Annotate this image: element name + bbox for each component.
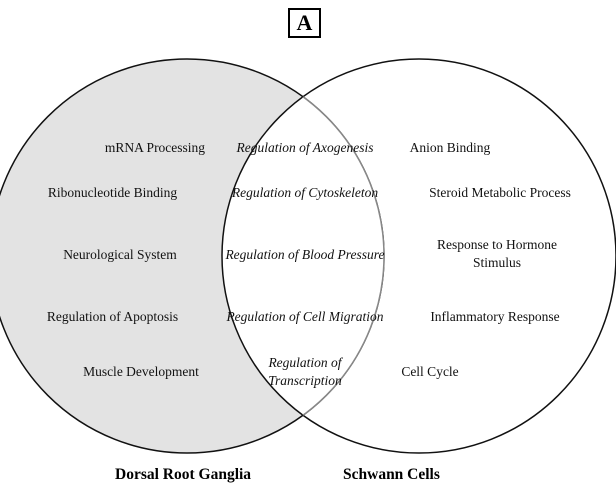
shared-term: Regulation of Transcription xyxy=(268,355,342,388)
shared-term: Regulation of Axogenesis xyxy=(236,140,374,155)
right-term: Cell Cycle xyxy=(401,364,459,379)
left-term: Neurological System xyxy=(63,247,177,262)
intersection-region xyxy=(222,59,384,453)
left-term: Regulation of Apoptosis xyxy=(46,309,179,324)
shared-term: Regulation of Blood Pressure xyxy=(225,247,385,262)
shared-term: Regulation of Cell Migration xyxy=(226,309,384,324)
right-set-label: Schwann Cells xyxy=(343,466,440,483)
left-term: Ribonucleotide Binding xyxy=(47,185,178,200)
intersection-boundary xyxy=(222,59,385,453)
right-term: Anion Binding xyxy=(409,140,491,155)
panel-label-box xyxy=(288,8,321,38)
left-term: Muscle Development xyxy=(83,364,199,379)
panel-label: A xyxy=(296,10,313,35)
right-term: Response to Hormone Stimulus xyxy=(437,237,557,270)
right-term: Inflammatory Response xyxy=(430,309,560,324)
shared-term: Regulation of Cytoskeleton xyxy=(231,185,379,200)
right-term: Steroid Metabolic Process xyxy=(429,185,571,200)
left-set-label: Dorsal Root Ganglia xyxy=(115,466,252,483)
left-term: mRNA Processing xyxy=(104,140,206,155)
schwann-cells-circle xyxy=(221,58,616,454)
